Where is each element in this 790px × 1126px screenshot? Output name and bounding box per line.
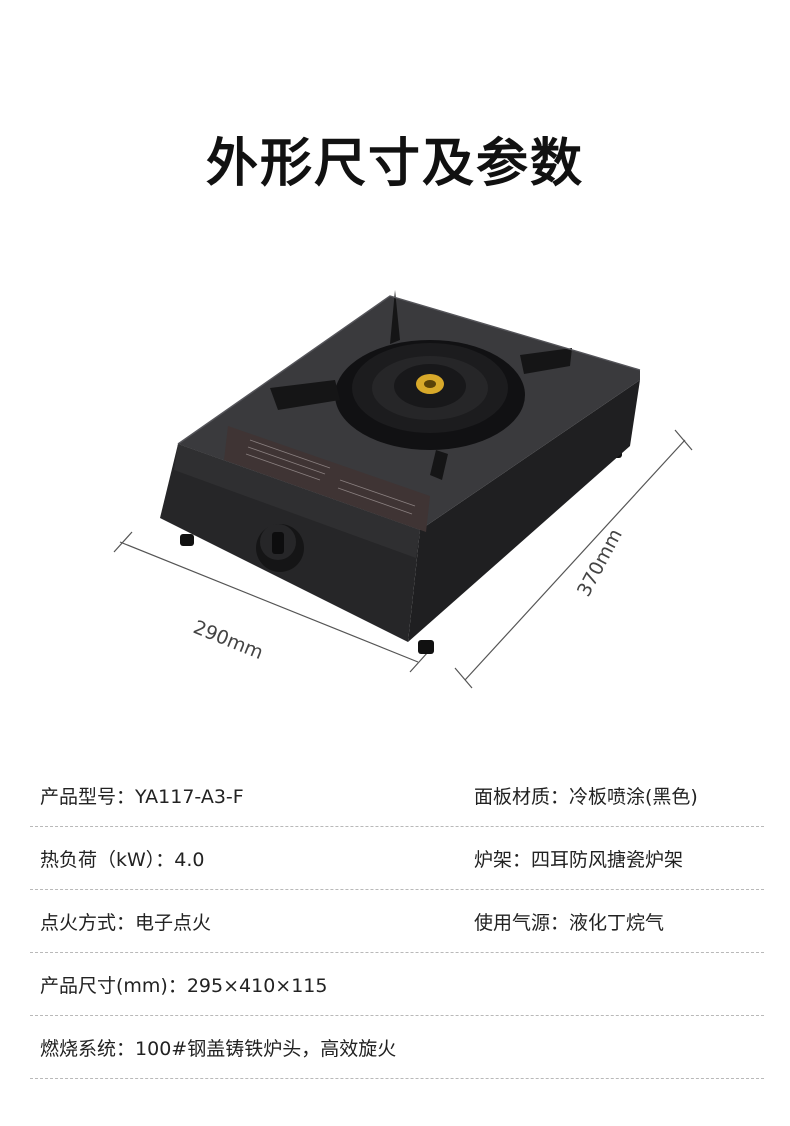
spec-key: 燃烧系统： xyxy=(40,1037,136,1060)
page-title: 外形尺寸及参数 xyxy=(205,134,584,194)
spec-key: 产品尺寸(mm)： xyxy=(40,974,187,997)
spec-value: 液化丁烷气 xyxy=(569,911,665,934)
spec-row: 燃烧系统：100#钢盖铸铁炉头，高效旋火 xyxy=(30,1016,764,1079)
spec-table: 产品型号：YA117-A3-F 面板材质：冷板喷涂(黑色) 热负荷（kW）：4.… xyxy=(30,764,764,1079)
spec-key: 点火方式： xyxy=(40,911,136,934)
spec-value: 电子点火 xyxy=(135,911,212,934)
spec-key: 炉架： xyxy=(474,848,532,871)
spec-row: 产品尺寸(mm)：295×410×115 xyxy=(30,953,764,1016)
spec-value: 295×410×115 xyxy=(186,974,328,997)
spec-cell: 点火方式：电子点火 xyxy=(30,908,474,935)
spec-key: 使用气源： xyxy=(474,911,570,934)
spec-row: 产品型号：YA117-A3-F 面板材质：冷板喷涂(黑色) xyxy=(30,764,764,827)
spec-key: 面板材质： xyxy=(474,785,570,808)
spec-key: 产品型号： xyxy=(40,785,136,808)
depth-dimension-label: 370mm xyxy=(573,525,627,600)
spec-row: 点火方式：电子点火 使用气源：液化丁烷气 xyxy=(30,890,764,953)
spec-cell: 使用气源：液化丁烷气 xyxy=(474,908,764,935)
spec-value: 冷板喷涂(黑色) xyxy=(569,785,698,808)
spec-cell: 产品尺寸(mm)：295×410×115 xyxy=(30,971,764,998)
spec-value: 四耳防风搪瓷炉架 xyxy=(531,848,684,871)
width-dimension-label: 290mm xyxy=(190,616,266,664)
spec-value: 4.0 xyxy=(174,848,205,871)
spec-value: 100#钢盖铸铁炉头，高效旋火 xyxy=(135,1037,397,1060)
spec-cell: 炉架：四耳防风搪瓷炉架 xyxy=(474,845,764,872)
spec-cell: 产品型号：YA117-A3-F xyxy=(30,782,474,809)
spec-key: 热负荷（kW）： xyxy=(40,848,175,871)
spec-value: YA117-A3-F xyxy=(135,785,244,808)
spec-cell: 燃烧系统：100#钢盖铸铁炉头，高效旋火 xyxy=(30,1034,764,1061)
product-illustration: 290mm 370mm xyxy=(100,270,720,700)
stove-drawing: 290mm 370mm xyxy=(113,290,693,689)
spec-cell: 热负荷（kW）：4.0 xyxy=(30,845,474,872)
spec-row: 热负荷（kW）：4.0 炉架：四耳防风搪瓷炉架 xyxy=(30,827,764,890)
spec-cell: 面板材质：冷板喷涂(黑色) xyxy=(474,782,764,809)
